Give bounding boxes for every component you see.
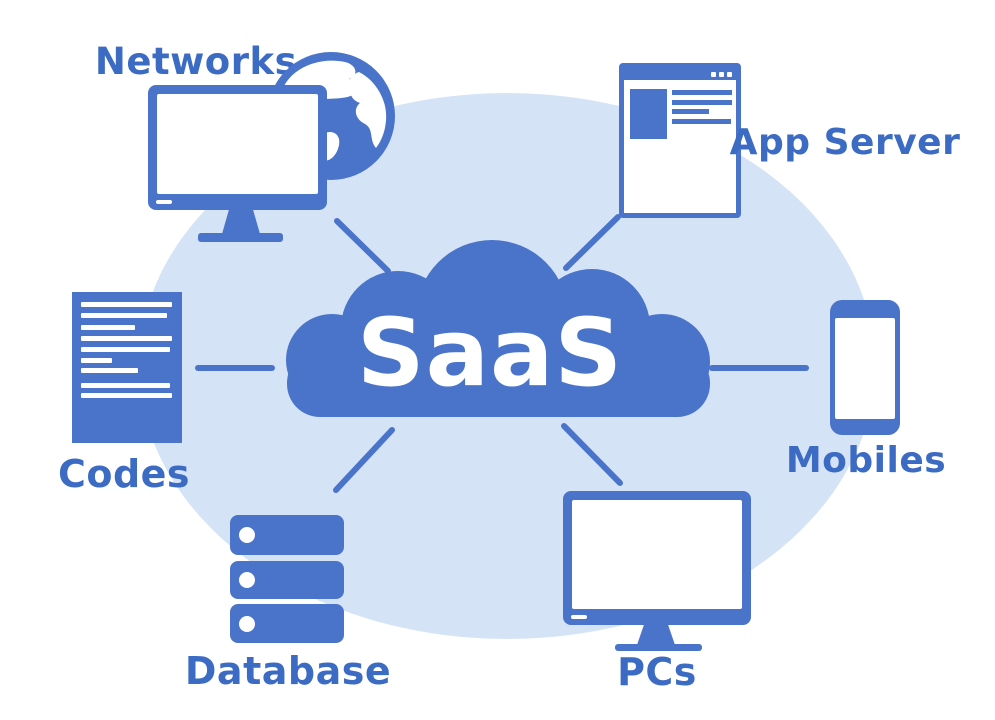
saas-cloud-label: SaaS [356, 299, 624, 408]
code-line [81, 383, 170, 388]
networks-monitor-icon [148, 85, 327, 210]
code-line [81, 368, 138, 373]
code-line [81, 325, 135, 330]
code-line [81, 336, 172, 341]
pcs-monitor-dash [571, 615, 587, 619]
code-line [81, 313, 167, 318]
browser-text-line [672, 100, 732, 105]
connector-database [333, 427, 395, 493]
pcs-monitor-stand [637, 625, 675, 645]
networks-monitor-screen [157, 94, 318, 194]
smartphone-screen [835, 318, 895, 419]
window-button-icon [727, 71, 732, 77]
mobiles-label: Mobiles [785, 440, 947, 481]
codes-label: Codes [57, 452, 191, 496]
pcs-label: PCs [617, 650, 697, 694]
server-stack-slab [230, 515, 344, 555]
database-label: Database [184, 649, 392, 693]
window-button-icon [719, 71, 724, 77]
code-line [81, 302, 172, 307]
browser-titlebar [624, 68, 736, 80]
code-line [81, 358, 112, 363]
browser-text-line [672, 90, 732, 95]
connector-pcs [561, 423, 623, 486]
app-server-label: App Server [729, 122, 961, 163]
server-stack-slab [230, 561, 344, 599]
pcs-monitor-icon [563, 491, 751, 625]
connector-app-server [563, 214, 621, 271]
browser-text-line [672, 109, 709, 114]
browser-window-icon [619, 63, 741, 218]
server-indicator-icon [239, 572, 255, 588]
networks-label: Networks [94, 40, 298, 83]
server-indicator-icon [239, 527, 255, 543]
code-line [81, 393, 172, 398]
networks-monitor-stand [222, 210, 260, 234]
saas-cloud-icon [286, 240, 710, 417]
pcs-monitor-screen [572, 500, 742, 609]
code-document-icon [72, 292, 182, 443]
connector-networks [334, 218, 391, 274]
window-button-icon [711, 71, 716, 77]
server-stack-slab [230, 604, 344, 643]
networks-monitor-dash [156, 200, 172, 204]
server-indicator-icon [239, 615, 255, 632]
browser-text-line [672, 119, 731, 124]
smartphone-icon [830, 300, 900, 435]
pcs-monitor-base [615, 644, 702, 651]
networks-monitor-base [198, 233, 283, 242]
code-line [81, 347, 170, 352]
browser-image-block [630, 89, 667, 139]
